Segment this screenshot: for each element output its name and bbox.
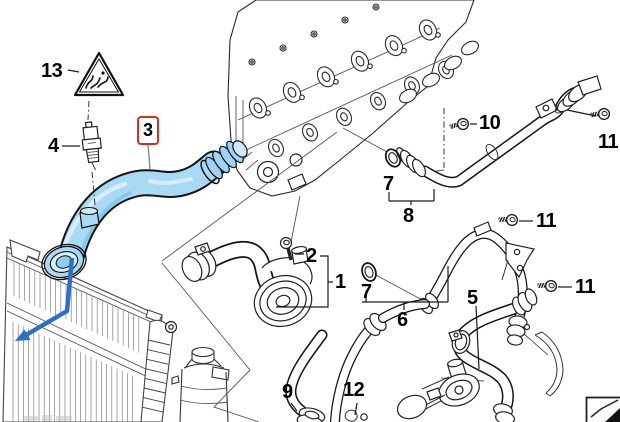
flow-arrow [15,257,75,341]
sensor-axis-line-upper [87,100,90,121]
callout-3: 3 [142,120,153,140]
water-pipe-8 [396,75,602,188]
callout-5[interactable]: 5 [467,287,478,309]
auxiliary-water-pump [396,331,564,420]
callout-6[interactable]: 6 [397,309,408,331]
radiator [2,239,178,422]
sensor-axis-line-lower [91,171,96,206]
callout-3-highlight-box[interactable]: 3 [137,116,159,145]
bolt-11c [537,278,557,293]
callout-11a[interactable]: 11 [598,131,619,153]
hose-assembly-1 [181,236,313,328]
callout-1[interactable]: 1 [335,271,346,293]
callout-9[interactable]: 9 [282,381,293,403]
callout-13[interactable]: 13 [41,60,63,82]
bleed-screw-2 [279,236,293,261]
o-ring-7b [358,260,380,284]
callout-11b[interactable]: 11 [536,210,557,232]
callout-2[interactable]: 2 [306,245,317,267]
callout-4[interactable]: 4 [48,135,59,157]
watermark-smudge [24,415,72,421]
bolt-11b [498,212,518,227]
page-corner-icon [585,396,620,422]
callout-8[interactable]: 8 [403,205,414,227]
leader-lines [62,69,597,416]
callout-7a[interactable]: 7 [383,173,394,195]
callout-12[interactable]: 12 [343,379,365,401]
callout-11c[interactable]: 11 [575,276,596,298]
hose-9 [285,329,328,422]
clip-12 [344,409,368,422]
engine-block [227,0,479,197]
callout-10[interactable]: 10 [479,112,501,134]
warning-triangle-icon [73,51,125,97]
bolt-11a [590,107,610,120]
callout-7b[interactable]: 7 [361,281,372,303]
hose-5 [448,288,538,422]
bolt-10 [450,119,468,130]
expansion-tank [171,346,230,422]
temperature-sensor-4 [81,121,102,170]
